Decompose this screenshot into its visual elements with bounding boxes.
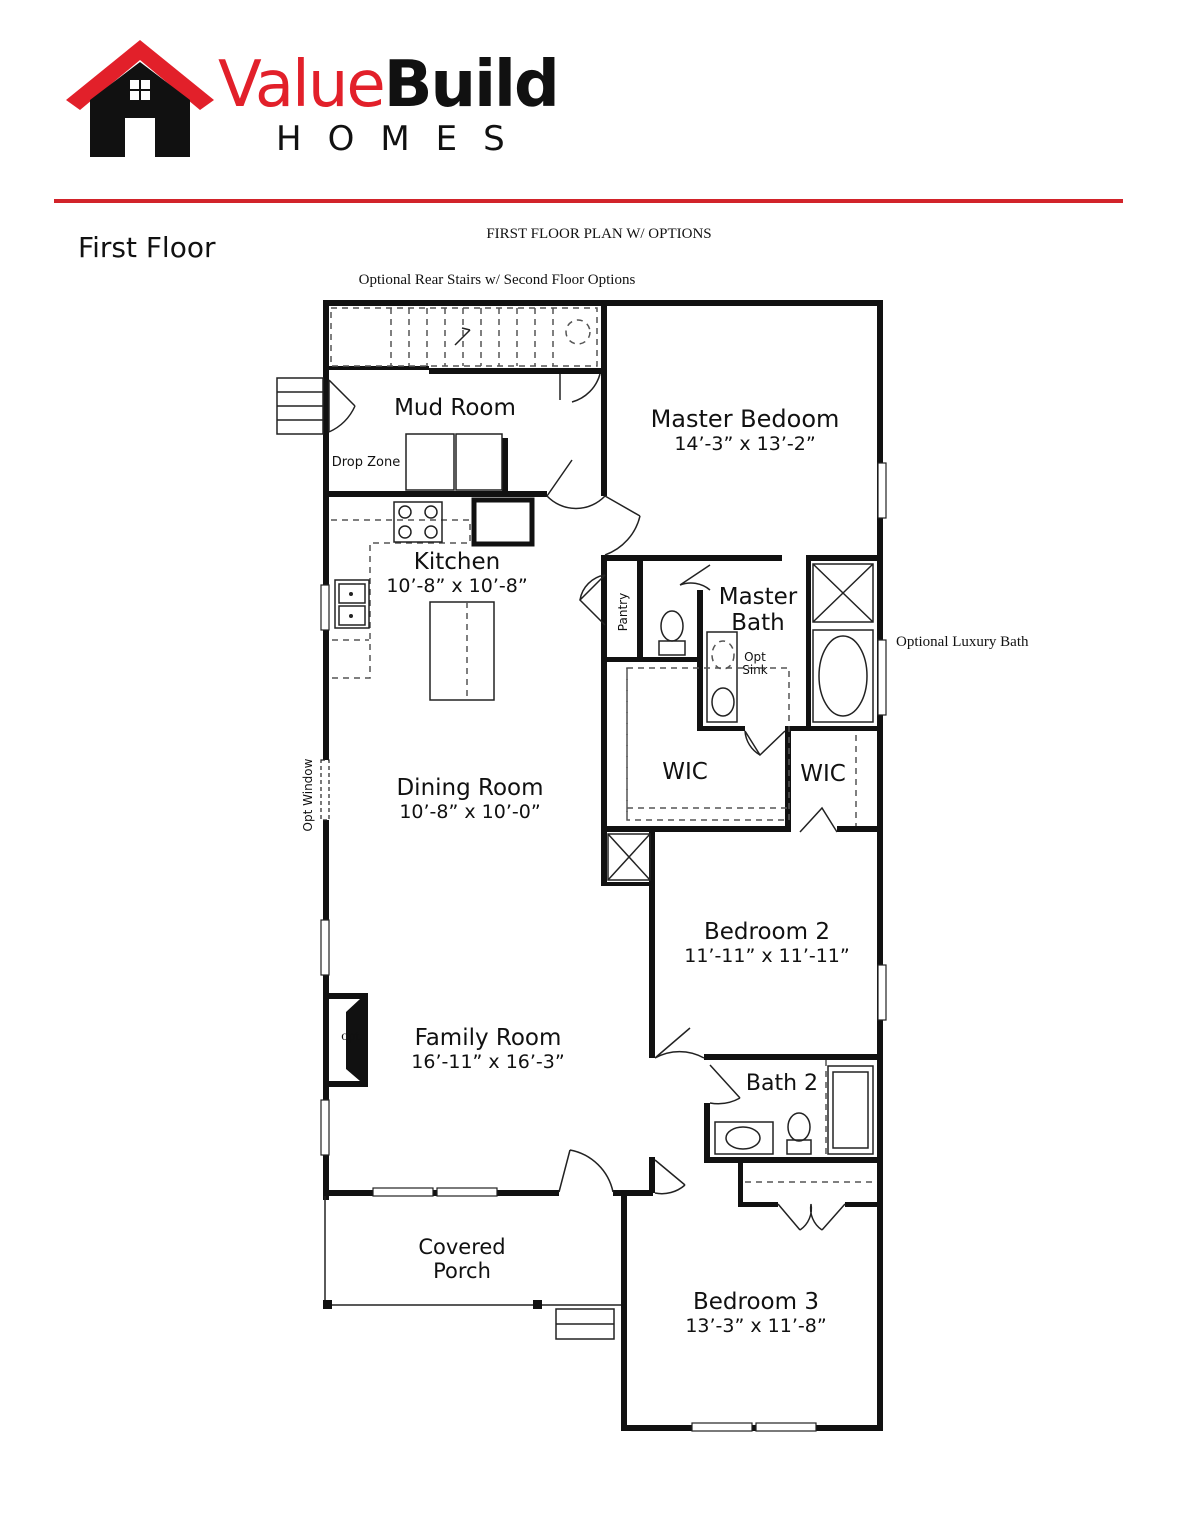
pantry-label: Pantry <box>616 593 630 631</box>
room-dining-room-size: 10’-8” x 10’-0” <box>399 801 540 823</box>
room-labels: Mud Room Master Bedoom 14’-3” x 13’-2” K… <box>386 395 849 1337</box>
room-kitchen-size: 10’-8” x 10’-8” <box>386 575 527 597</box>
brand-name: ValueBuild <box>218 48 558 122</box>
drop-zone-label: Drop Zone <box>332 455 401 470</box>
room-bedroom-2-size: 11’-11” x 11’-11” <box>684 945 850 967</box>
brand-subtitle: HOMES <box>276 119 531 159</box>
room-dining-room: Dining Room <box>396 775 543 801</box>
room-wic-1: WIC <box>662 759 708 785</box>
master-bath-fixtures <box>607 563 874 881</box>
room-master-bath-a: Master <box>719 584 798 610</box>
doors <box>328 373 846 1231</box>
side-steps <box>276 377 324 435</box>
room-family-room: Family Room <box>415 1025 562 1051</box>
room-wic-2: WIC <box>800 761 846 787</box>
note-luxury-bath: Optional Luxury Bath <box>896 634 1029 650</box>
opt-sink-label-a: Opt <box>744 650 766 664</box>
room-mud-room: Mud Room <box>394 395 516 421</box>
header-divider <box>54 199 1123 203</box>
windows <box>320 462 887 1432</box>
room-covered-porch-a: Covered <box>418 1235 505 1259</box>
house-icon <box>66 40 214 157</box>
covered-porch-outline <box>323 1196 621 1309</box>
interior-walls <box>329 306 877 1207</box>
room-family-room-size: 16’-11” x 16’-3” <box>411 1051 564 1073</box>
kitchen-fixtures <box>331 497 535 701</box>
fireplace-label: opt. <box>341 1029 362 1044</box>
room-kitchen: Kitchen <box>414 549 500 575</box>
room-bath-2: Bath 2 <box>746 1071 818 1096</box>
page-title: First Floor <box>78 231 216 264</box>
room-bedroom-2: Bedroom 2 <box>704 919 830 945</box>
mud-room-fixtures <box>405 433 503 491</box>
rear-stairs <box>330 307 598 367</box>
fireplace: opt. <box>329 993 368 1087</box>
room-bedroom-3-size: 13’-3” x 11’-8” <box>685 1315 826 1337</box>
room-master-bedroom-size: 14’-3” x 13’-2” <box>674 433 815 455</box>
room-master-bedroom: Master Bedoom <box>651 405 840 433</box>
logo: ValueBuild HOMES <box>66 40 560 159</box>
room-covered-porch-b: Porch <box>433 1259 491 1283</box>
room-master-bath-b: Bath <box>731 610 784 636</box>
opt-window-label: Opt Window <box>301 758 315 831</box>
bath-2-fixtures <box>714 1060 875 1183</box>
floor-plan: opt. Drop Zone Pantry Opt Sink Opt Windo… <box>276 300 887 1432</box>
room-bedroom-3: Bedroom 3 <box>693 1289 819 1315</box>
opt-sink-label-b: Sink <box>742 663 768 677</box>
plan-title: FIRST FLOOR PLAN W/ OPTIONS <box>486 226 711 242</box>
porch-steps <box>555 1308 615 1340</box>
note-rear-stairs: Optional Rear Stairs w/ Second Floor Opt… <box>359 272 636 288</box>
